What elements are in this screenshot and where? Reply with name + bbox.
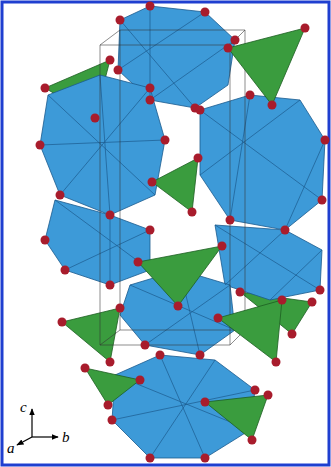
polyhedra xyxy=(40,6,325,458)
axis-label: c xyxy=(20,400,27,415)
axis-label: b xyxy=(62,430,70,445)
unit-cell xyxy=(100,30,245,345)
polyhedra-edges xyxy=(40,6,325,458)
oxygen-atoms xyxy=(36,2,330,463)
tetrahedra-front xyxy=(85,28,305,440)
frame xyxy=(2,2,329,465)
axis-label: a xyxy=(7,441,15,456)
